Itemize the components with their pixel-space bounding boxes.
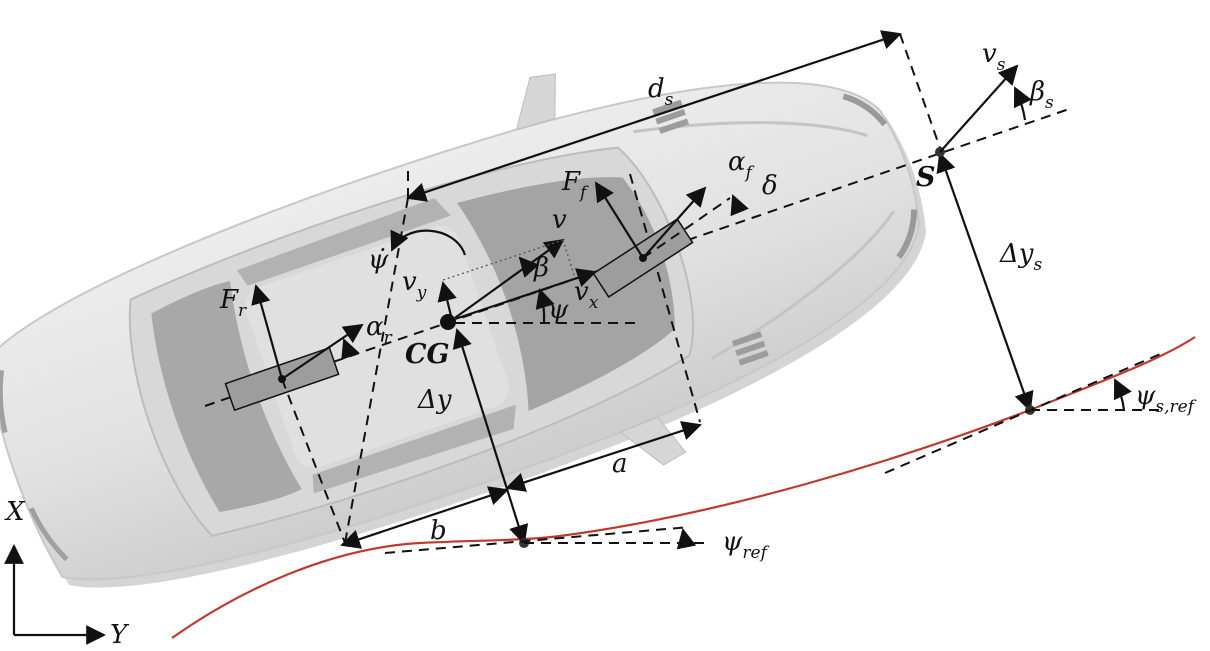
a-dimension-arrow [505, 421, 702, 492]
label-v: v [552, 205, 567, 235]
yaw-rate-arc [390, 229, 467, 256]
label-y-axis: Y [110, 620, 130, 650]
cg-point [440, 314, 456, 330]
front-force-arrow [594, 181, 644, 259]
front-velocity-arrow [642, 186, 707, 259]
sensor-velocity-arrow [939, 64, 1019, 153]
label-beta: β [533, 253, 549, 283]
rear-window [151, 281, 302, 513]
label-psi-ref: ψref [722, 527, 770, 563]
beta-arc [518, 256, 540, 278]
label-vx: vx [574, 277, 599, 313]
label-cg: CG [405, 339, 450, 370]
label-alpha-f: αf [728, 147, 755, 183]
psi-arc [535, 288, 555, 324]
windshield [457, 177, 675, 411]
label-b: b [430, 516, 447, 546]
label-x-axis: X [4, 497, 26, 527]
delta-ys-arrow [936, 152, 1034, 412]
delta-arc [730, 194, 749, 217]
velocity-vy-arrow [437, 281, 457, 321]
label-a: a [612, 449, 628, 479]
delta-y-arrow [452, 328, 529, 545]
label-vs: vs [982, 39, 1006, 75]
label-ds: ds [648, 74, 674, 110]
label-delta-y: Δy [417, 385, 452, 415]
label-vy: vy [402, 267, 427, 303]
ref-tangent-cg [384, 526, 691, 554]
rear-force-arrow [251, 284, 284, 380]
label-psi: ψ [548, 295, 569, 325]
label-ff: Ff [561, 167, 589, 203]
velocity-v-arrow [451, 238, 565, 321]
car-top-view [0, 73, 926, 588]
ds-dimension-arrow [406, 30, 902, 202]
label-fr: Fr [219, 285, 247, 321]
rear-velocity-arrow [281, 323, 364, 380]
velocity-vx-arrow [451, 268, 597, 322]
label-alpha-r: αr [366, 312, 393, 348]
global-axes: X Y [4, 497, 130, 650]
label-delta-ys: Δys [999, 239, 1042, 275]
label-s: S [916, 162, 936, 193]
label-beta-s: βs [1029, 77, 1054, 113]
label-psi-s-ref: ψs,ref [1135, 381, 1197, 417]
beta-s-arc [1013, 86, 1032, 121]
reference-path [171, 336, 1196, 639]
label-delta: δ [762, 171, 778, 201]
label-psi-dot: ψ̇ [368, 245, 389, 275]
